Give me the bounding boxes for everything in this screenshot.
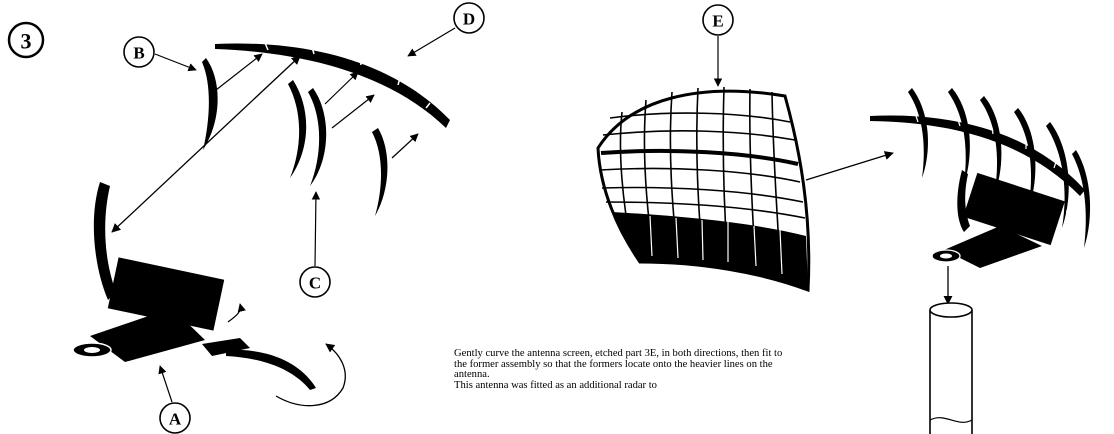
instructions-paragraph-1: Gently curve the antenna screen, etched … — [454, 349, 784, 381]
former-part-small — [372, 128, 387, 216]
exploded-assembly — [73, 43, 450, 406]
antenna-spine-part — [215, 43, 450, 128]
callout-c: C — [300, 192, 330, 297]
curved-arm-part — [226, 350, 316, 390]
step-number-badge: 3 — [9, 23, 43, 57]
former-part-c-right — [308, 88, 326, 186]
step-number: 3 — [21, 29, 32, 54]
svg-text:C: C — [309, 274, 321, 293]
callout-a: A — [160, 366, 190, 433]
svg-text:B: B — [133, 44, 144, 63]
instructions-text: Gently curve the antenna screen, etched … — [454, 349, 784, 391]
antenna-mount-blade — [94, 182, 116, 300]
instructions-paragraph-2: This antenna was fitted as an additional… — [454, 381, 784, 392]
callout-e: E — [703, 5, 733, 86]
antenna-screen-part-e — [598, 87, 809, 290]
svg-text:E: E — [712, 12, 723, 31]
svg-text:A: A — [169, 410, 182, 429]
former-part-b — [202, 58, 218, 150]
former-part-c-left — [288, 80, 306, 178]
completed-antenna-assembly — [870, 88, 1090, 268]
support-tube — [930, 303, 972, 434]
callout-d: D — [408, 3, 484, 56]
callout-b: B — [124, 37, 196, 70]
svg-text:D: D — [463, 10, 475, 29]
